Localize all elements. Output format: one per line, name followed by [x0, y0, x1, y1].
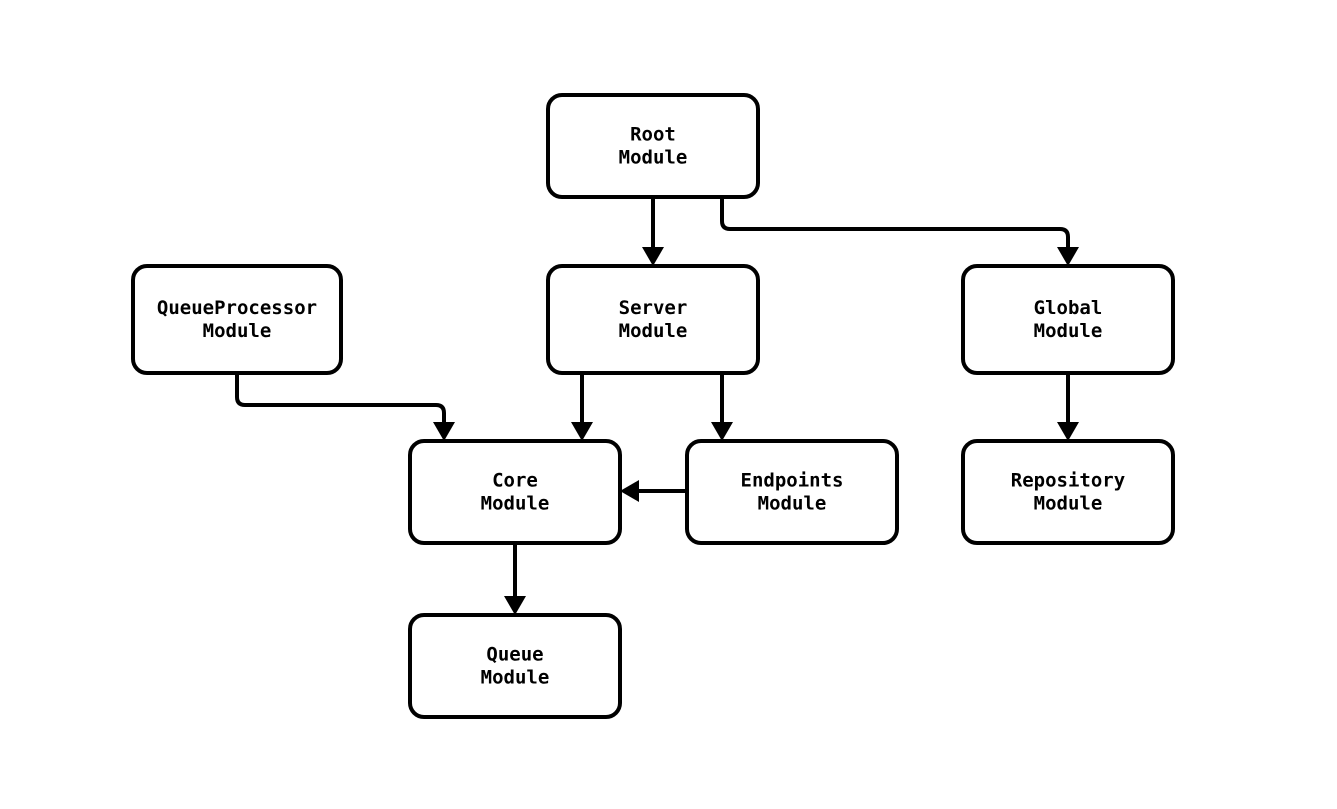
node-label-line1: Queue [486, 644, 543, 666]
node-label-line1: Global [1034, 297, 1103, 319]
edge-endpoints-to-core [620, 480, 687, 502]
node-label-line2: Module [1034, 320, 1103, 342]
node-box[interactable] [546, 264, 760, 375]
node-label-line1: QueueProcessor [157, 297, 317, 319]
arrow-head-icon [433, 422, 455, 441]
nodes-layer: RootModuleQueueProcessorModuleServerModu… [131, 93, 1175, 719]
edge-queueprocessor-to-core [235, 373, 455, 441]
node-label-line2: Module [481, 493, 550, 515]
node-box[interactable] [408, 439, 622, 545]
edge-core-to-queue [504, 543, 526, 615]
arrow-head-icon [1057, 247, 1079, 266]
node-label-line1: Server [619, 297, 688, 319]
node-label-line1: Endpoints [741, 470, 844, 492]
node-label-line1: Repository [1011, 470, 1125, 492]
node-box[interactable] [546, 93, 760, 199]
edges-layer [235, 197, 1079, 615]
edge-line [235, 373, 446, 424]
node-box[interactable] [961, 264, 1175, 375]
arrow-head-icon [571, 422, 593, 441]
arrow-head-icon [504, 596, 526, 615]
node-label-line2: Module [758, 493, 827, 515]
edge-global-to-repository [1057, 373, 1079, 441]
node-box[interactable] [408, 613, 622, 719]
node-label-line2: Module [619, 320, 688, 342]
edge-server-to-core [571, 373, 593, 441]
node-label-line2: Module [203, 320, 272, 342]
node-box[interactable] [961, 439, 1175, 545]
node-box[interactable] [685, 439, 899, 545]
edge-line [720, 197, 1070, 249]
node-label-line2: Module [481, 667, 550, 689]
arrow-head-icon [1057, 422, 1079, 441]
node-label-line1: Root [630, 124, 676, 146]
node-box[interactable] [131, 264, 343, 375]
node-label-line2: Module [1034, 493, 1103, 515]
arrow-head-icon [711, 422, 733, 441]
node-label-line2: Module [619, 147, 688, 169]
arrow-head-icon [642, 247, 664, 266]
edge-root-to-global [720, 197, 1079, 266]
node-label-line1: Core [492, 470, 538, 492]
edge-server-to-endpoints [711, 373, 733, 441]
arrow-head-icon [620, 480, 639, 502]
edge-root-to-server [642, 197, 664, 266]
